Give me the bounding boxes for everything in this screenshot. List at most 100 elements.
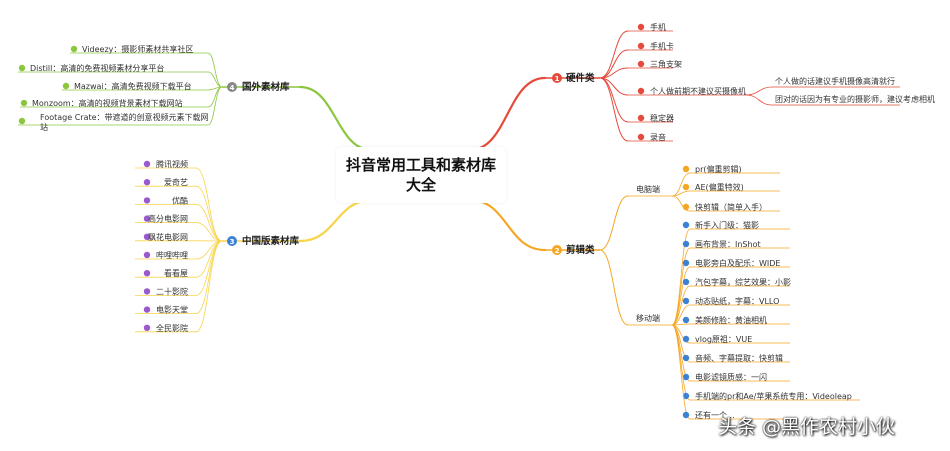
desktop-item-bullet — [683, 204, 689, 210]
desktop-item-bullet — [683, 166, 689, 172]
central-topic-label: 抖音常用工具和素材库大全 — [341, 155, 501, 195]
foreign-item: Mazwai：高清免费视频下载平台 — [74, 81, 192, 91]
domestic-item-bullet — [144, 179, 150, 185]
hardware-item-bullet — [638, 134, 644, 140]
mobile-link — [600, 250, 628, 325]
central-topic[interactable]: 抖音常用工具和素材库大全 — [336, 147, 506, 203]
mobile-item: 美颜修脸：黄油相机 — [695, 315, 767, 325]
watermark: 头条 @黑作农村小伙 — [718, 412, 895, 439]
mobile-item: 手机端的pr和Ae/苹果系统专用：Videoleap — [695, 391, 852, 401]
mobile-item-bullet — [683, 412, 689, 418]
foreign-item: Monzoom：高清的视频背景素材下载网站 — [32, 98, 183, 108]
hardware-item: 录音 — [650, 132, 666, 142]
domestic-item-bullet — [144, 270, 150, 276]
desktop-label: 电脑端 — [636, 184, 660, 194]
branch-line-hardware — [470, 78, 545, 150]
domestic-item: 全民影院 — [156, 323, 188, 333]
mobile-item-link — [672, 248, 690, 325]
foreign-item: Footage Crate：带遮道的创意视频元素下载网 — [40, 112, 209, 122]
desktop-link — [600, 196, 628, 250]
domestic-item-link — [196, 241, 222, 314]
mobile-item-bullet — [683, 222, 689, 228]
mobile-item: 音频、字幕提取：快剪辑 — [695, 353, 783, 363]
mobile-item-bullet — [683, 374, 689, 380]
domestic-item: 优酷 — [172, 195, 188, 205]
hardware-item-bullet — [638, 88, 644, 94]
branch-line-foreign — [300, 87, 372, 150]
mobile-item: 电影滤镜质感：一闪 — [695, 372, 767, 382]
hardware-item-bullet — [638, 24, 644, 30]
hardware-label: 硬件类 — [566, 72, 595, 84]
hardware-link — [600, 78, 628, 141]
hardware-item-bullet — [638, 61, 644, 67]
mobile-item: vlog原祖：VUE — [695, 334, 752, 344]
domestic-item: 飘花电影网 — [148, 232, 188, 242]
domestic-item-link — [196, 168, 222, 241]
foreign-item-bullet — [19, 118, 25, 124]
mobile-item: 新手入门级：猫影 — [695, 220, 759, 230]
foreign-badge-number: 4 — [230, 84, 235, 92]
desktop-item: 快剪辑（简单入手） — [695, 202, 767, 212]
domestic-item: 哔哩哔哩 — [156, 251, 188, 260]
domestic-badge-number: 3 — [230, 238, 235, 246]
edit-badge-number: 2 — [555, 247, 560, 255]
camera-note: 个人做的话建议手机摄像高清就行 — [775, 76, 895, 86]
hardware-item: 稳定器 — [650, 113, 674, 123]
domestic-item: 二十影院 — [156, 286, 188, 296]
desktop-item-bullet — [683, 184, 689, 190]
domestic-item-link — [196, 204, 222, 241]
desktop-item: AE(偏重特效) — [695, 182, 744, 192]
foreign-item-bullet — [19, 65, 25, 71]
desktop-item: pr(偏重剪辑) — [695, 164, 742, 174]
domestic-item: 腾讯视频 — [156, 159, 188, 169]
mobile-item-bullet — [683, 279, 689, 285]
camera-note-link — [746, 95, 772, 105]
domestic-item-bullet — [144, 306, 150, 312]
foreign-item: Videezy：摄影师素材共享社区 — [82, 44, 193, 54]
camera-note-link — [746, 87, 772, 95]
domestic-item-bullet — [144, 325, 150, 331]
foreign-item-bullet — [71, 46, 77, 52]
domestic-item-link — [196, 241, 222, 332]
foreign-item-bullet — [21, 100, 27, 106]
domestic-item-bullet — [144, 288, 150, 294]
mobile-item-bullet — [683, 298, 689, 304]
domestic-item: 电影天堂 — [156, 305, 188, 315]
hardware-item: 手机 — [650, 22, 666, 32]
edit-label: 剪辑类 — [566, 244, 595, 256]
hardware-item-bullet — [638, 43, 644, 49]
mobile-item: 动态贴纸，字幕：VLLO — [695, 296, 779, 306]
mobile-item: 电影旁白及配乐：WIDE — [695, 258, 780, 268]
mobile-item-bullet — [683, 260, 689, 266]
foreign-item: Distill：高清的免费视频素材分享平台 — [30, 63, 164, 73]
hardware-item-bullet — [638, 115, 644, 121]
domestic-item: 高分电影网 — [148, 214, 188, 224]
domestic-label: 中国版素材库 — [242, 235, 300, 247]
foreign-item-link — [208, 72, 222, 87]
mobile-label: 移动端 — [636, 313, 660, 323]
foreign-item-link — [208, 53, 222, 87]
mobile-item: 汽包字幕，综艺效果：小影 — [695, 277, 791, 287]
mobile-item-bullet — [683, 241, 689, 247]
hardware-item: 手机卡 — [650, 41, 674, 51]
branch-line-domestic — [300, 200, 372, 241]
hardware-link — [600, 31, 628, 78]
hardware-link — [600, 78, 628, 122]
domestic-item-link — [196, 186, 222, 241]
hardware-item: 三角支架 — [650, 59, 682, 69]
domestic-item-bullet — [144, 161, 150, 167]
domestic-item-bullet — [144, 197, 150, 203]
hardware-badge-number: 1 — [555, 75, 560, 83]
mobile-item-bullet — [683, 355, 689, 361]
domestic-item: 爱奇艺 — [164, 177, 188, 187]
mobile-item: 画布背景：InShot — [695, 239, 761, 249]
branch-line-edit — [470, 200, 545, 250]
mobile-item-bullet — [683, 317, 689, 323]
domestic-item-bullet — [144, 252, 150, 258]
camera-note: 团对的话因为有专业的摄影师，建议考虑相机 — [775, 94, 935, 104]
foreign-item-wrap: 站 — [40, 122, 48, 132]
hardware-item: 个人做前期不建议买摄像机 — [650, 86, 746, 96]
domestic-item-link — [196, 241, 222, 277]
